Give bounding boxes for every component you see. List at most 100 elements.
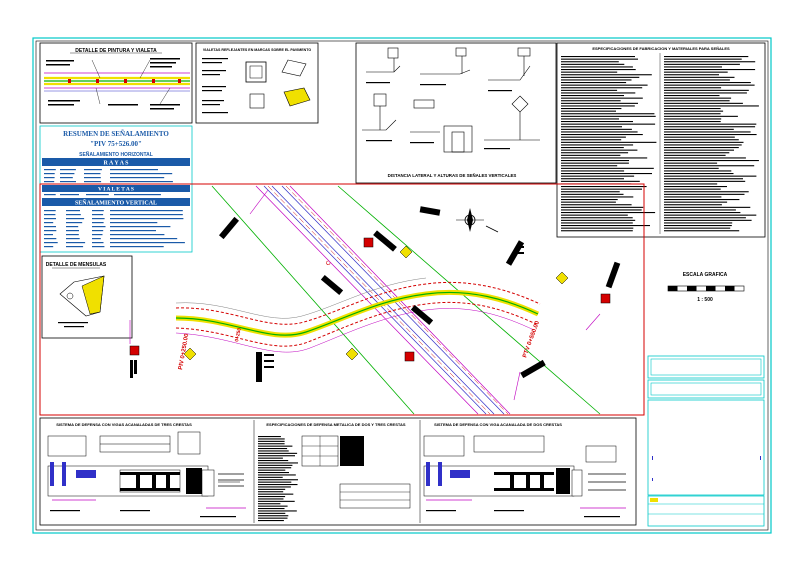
- spec-text-line: [561, 113, 655, 115]
- resumen-table-cell: [92, 218, 105, 220]
- spec-text-line: [664, 152, 730, 154]
- resumen-table-cell: [44, 210, 56, 212]
- spec-text-line: [664, 95, 720, 97]
- spec-text-line: [664, 123, 757, 125]
- defensa-text-line: [258, 457, 283, 459]
- spec-text-line: [561, 199, 618, 201]
- sheet-frame-outer: [32, 37, 772, 534]
- vialetas-title: VIALETAS REFLEJANTES EN MARCAS SOBRE EL …: [203, 48, 311, 52]
- spec-text-line: [561, 196, 634, 198]
- spec-text-line: [664, 71, 728, 73]
- escala-ratio: 1 : 500: [697, 297, 713, 303]
- resumen-table-cell: [84, 177, 101, 179]
- spec-text-line: [664, 126, 756, 128]
- defensa-text-line: [258, 436, 281, 438]
- resumen-table-cell: [84, 169, 102, 171]
- spec-text-line: [561, 222, 633, 224]
- spec-text-line: [664, 79, 730, 81]
- resumen-table-cell: [66, 210, 80, 212]
- pintura-title: DETALLE DE PINTURA Y VIALETA: [75, 48, 157, 54]
- resumen-table-cell: [60, 177, 73, 179]
- defensa-text-line: [258, 452, 298, 454]
- resumen-table-cell: [110, 214, 183, 216]
- spec-text-line: [561, 178, 624, 180]
- panel-escala: ESCALA GRAFICA 1 : 500: [667, 272, 745, 303]
- resumen-table-cell: [92, 230, 104, 232]
- spec-text-line: [664, 196, 722, 198]
- spec-text-line: [561, 136, 626, 138]
- spec-text-line: [664, 212, 741, 214]
- resumen-table-cell: [44, 169, 56, 171]
- spec-text-line: [561, 175, 635, 177]
- defensa-text-line: [258, 491, 284, 493]
- resumen-table-cell: [84, 173, 101, 175]
- defensa-text-line: [258, 448, 288, 450]
- spec-text-line: [561, 66, 633, 68]
- spec-text-line: [561, 58, 638, 60]
- resumen-vertical: SEÑALAMIENTO VERTICAL: [75, 199, 157, 207]
- spec-text-line: [561, 100, 621, 102]
- spec-text-line: [664, 160, 759, 162]
- spec-text-line: [561, 173, 652, 175]
- plan-view: PIV 0+250.00 PTV 0+550.00 0+250 C: [39, 183, 645, 416]
- resumen-table-cell: [66, 238, 80, 240]
- spec-text-line: [664, 154, 726, 156]
- resumen-table-cell: [92, 214, 104, 216]
- resumen-horizontal: SEÑALAMIENTO HORIZONTAL: [79, 151, 153, 158]
- spec-text-line: [561, 201, 616, 203]
- resumen-table-cell: [86, 194, 109, 196]
- resumen-table-cell: [110, 230, 156, 232]
- spec-text-line: [664, 175, 757, 177]
- spec-text-line: [561, 82, 627, 84]
- defensa-text-line: [258, 476, 283, 478]
- spec-text-line: [561, 79, 632, 81]
- spec-text-line: [664, 222, 733, 224]
- resumen-title: RESUMEN DE SEÑALAMIENTO: [63, 130, 169, 138]
- spec-text-line: [561, 191, 620, 193]
- spec-text-line: [561, 188, 642, 190]
- panel-pintura: DETALLE DE PINTURA Y VIALETA: [39, 42, 193, 124]
- resumen-table-cell: [66, 246, 84, 248]
- defensa-text-line: [258, 508, 285, 510]
- resumen-table-cell: [60, 181, 76, 183]
- spec-text-line: [664, 225, 732, 227]
- resumen-table-cell: [44, 177, 55, 179]
- spec-text-line: [664, 131, 751, 133]
- spec-text-line: [664, 217, 746, 219]
- resumen-table-cell: [110, 222, 158, 224]
- resumen-table-cell: [66, 234, 79, 236]
- spec-text-line: [561, 139, 622, 141]
- spec-text-line: [561, 128, 632, 130]
- defensa-text-line: [258, 440, 285, 442]
- spec-text-line: [664, 84, 755, 86]
- spec-text-line: [561, 56, 635, 58]
- resumen-table-cell: [92, 238, 101, 240]
- spec-text-line: [664, 199, 740, 201]
- spec-text-line: [664, 191, 749, 193]
- spec-text-line: [664, 206, 751, 208]
- resumen-table-cell: [44, 230, 57, 232]
- resumen-rayas: R A Y A S: [104, 161, 130, 167]
- spec-text-line: [664, 230, 740, 232]
- spec-text-line: [664, 165, 755, 167]
- spec-text-line: [664, 178, 743, 180]
- defensa-text-line: [258, 467, 292, 469]
- resumen-table-cell: [110, 242, 185, 244]
- north-arrow: [456, 208, 499, 233]
- spec-text-line: [664, 141, 744, 143]
- defensa-text-line: [258, 438, 285, 440]
- resumen-table-cell: [110, 234, 165, 236]
- defensa-text-line: [258, 493, 294, 495]
- spec-text-line: [664, 219, 752, 221]
- spec-text-line: [561, 131, 638, 133]
- spec-text-line: [561, 105, 635, 107]
- spec-text-line: [561, 227, 634, 229]
- spec-text-line: [664, 66, 722, 68]
- defensa-text-line: [258, 510, 297, 512]
- defensa-text-line: [258, 488, 286, 490]
- resumen-code: "PIV 75+526.00": [90, 140, 142, 148]
- spec-text-line: [664, 144, 742, 146]
- spec-text-line: [664, 193, 745, 195]
- resumen-table-cell: [44, 226, 56, 228]
